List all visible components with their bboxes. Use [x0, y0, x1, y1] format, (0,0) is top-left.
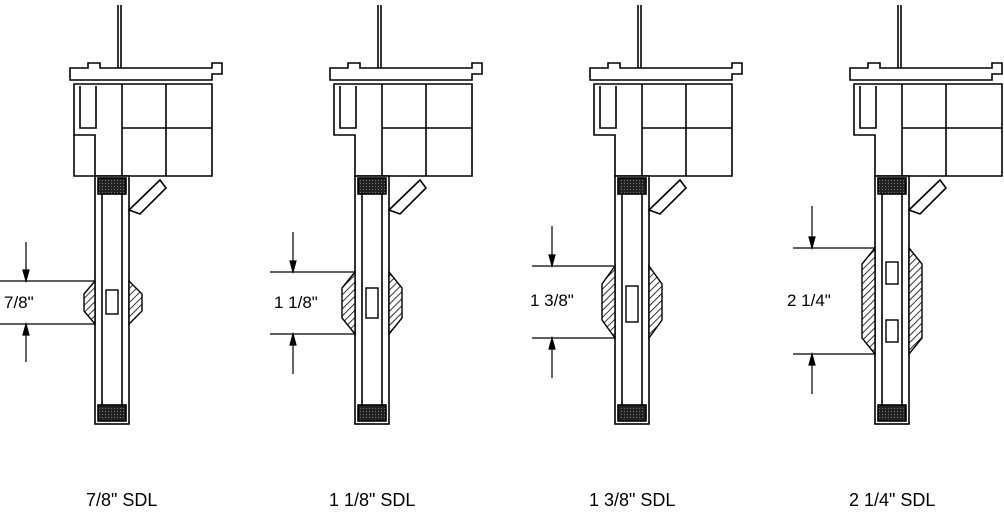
sdl-bar [861, 246, 923, 356]
window-frame-profile [329, 5, 483, 177]
section-2-1-4-sdl: 2 1/4" 2 1/4" SDL [787, 5, 1003, 510]
window-frame-profile [589, 5, 743, 177]
dimension-label: 2 1/4" [787, 291, 831, 310]
section-1-1-8-sdl: 1 1/8" 1 1/8" SDL [270, 5, 483, 510]
window-frame-profile [849, 5, 1003, 177]
dimension-lines [532, 226, 615, 378]
sdl-bar [341, 270, 403, 336]
dimension-lines [270, 232, 355, 374]
section-7-8-sdl: 7/8" 7/8" SDL [0, 5, 223, 510]
sdl-bar [601, 263, 663, 341]
dimension-label: 1 3/8" [530, 291, 574, 310]
section-caption: 2 1/4" SDL [849, 490, 935, 510]
dimension-lines [0, 242, 95, 362]
section-1-3-8-sdl: 1 3/8" 1 3/8" SDL [530, 5, 743, 510]
dimension-lines [793, 206, 875, 394]
glass-panel [94, 175, 168, 425]
sdl-bar [83, 279, 143, 326]
dimension-label: 7/8" [4, 293, 34, 312]
glass-panel [874, 175, 948, 425]
section-caption: 1 1/8" SDL [329, 490, 415, 510]
section-caption: 1 3/8" SDL [589, 490, 675, 510]
dimension-label: 1 1/8" [274, 293, 318, 312]
section-caption: 7/8" SDL [86, 490, 157, 510]
window-frame-profile [69, 5, 223, 177]
